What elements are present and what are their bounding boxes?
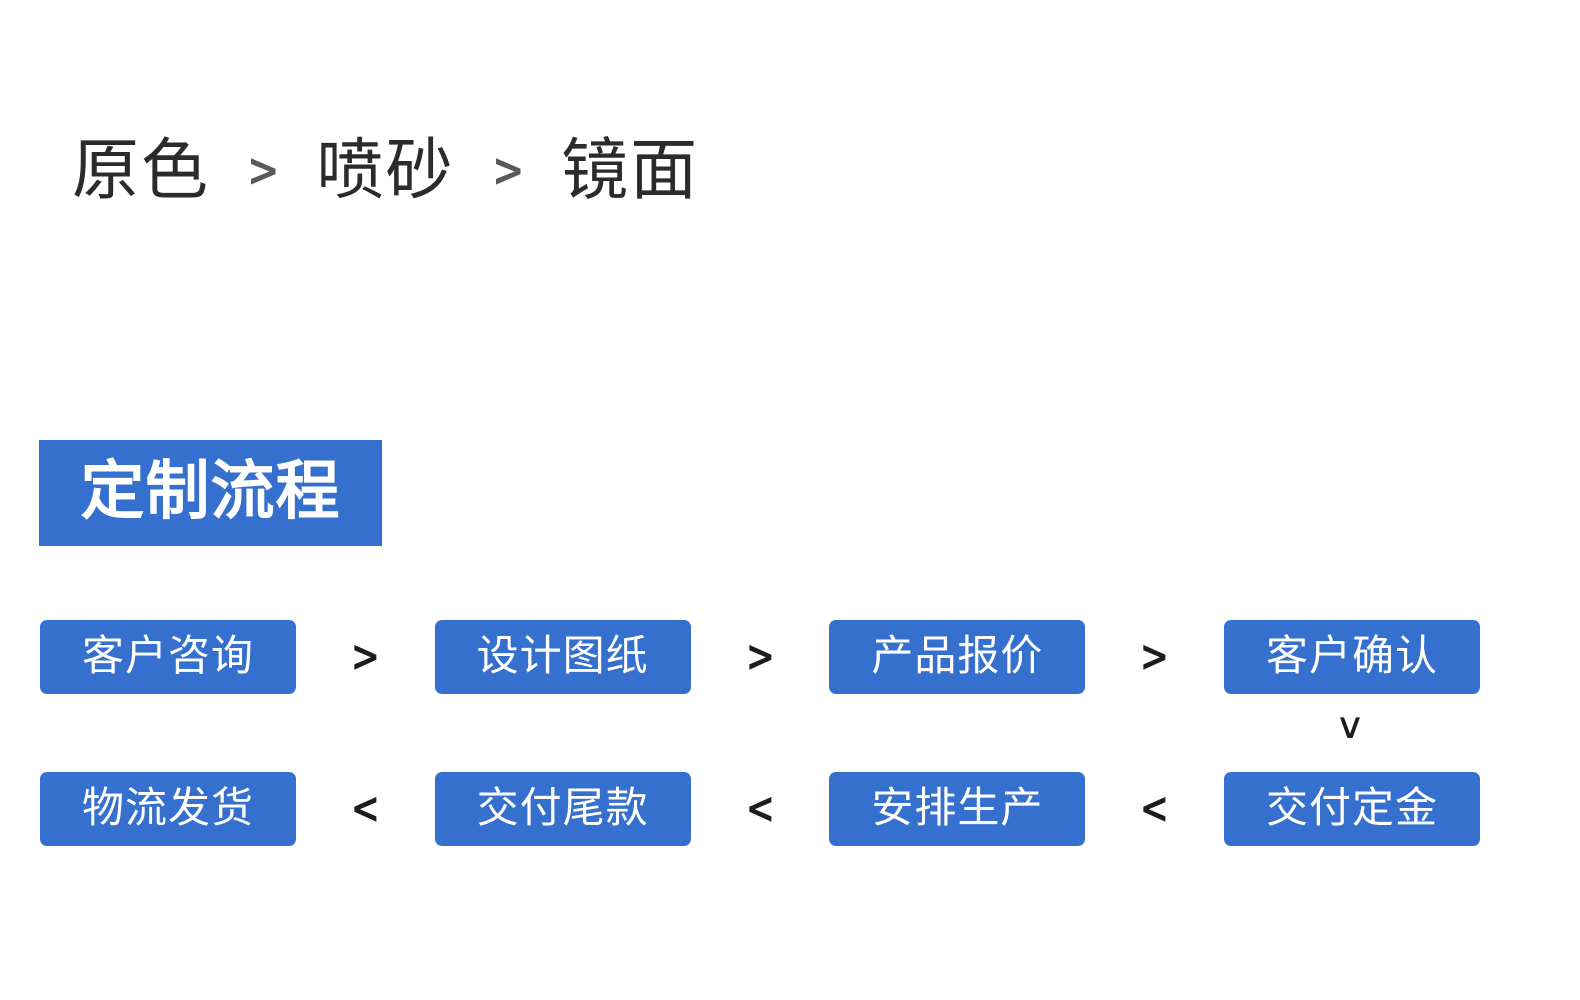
finish-option-raw[interactable]: 原色 xyxy=(72,132,210,208)
process-step-deposit[interactable]: 交付定金 xyxy=(1224,772,1481,846)
chevron-right-icon: > xyxy=(745,631,775,682)
process-step-design-drawing[interactable]: 设计图纸 xyxy=(434,620,691,694)
process-step-label: 交付定金 xyxy=(1266,784,1439,831)
process-step-customer-confirm[interactable]: 客户确认 xyxy=(1224,620,1481,694)
chevron-down-icon: ∨ xyxy=(1334,704,1366,747)
chevron-right-icon: > xyxy=(1139,631,1170,682)
process-step-label: 设计图纸 xyxy=(476,632,649,679)
section-header-badge: 定制流程 xyxy=(39,440,382,546)
chevron-left-icon: < xyxy=(745,783,775,834)
chevron-right-icon: > xyxy=(491,143,525,197)
process-flow-row-2: 物流发货 < 交付尾款 < 安排生产 < 交付定金 xyxy=(40,772,1481,846)
process-step-label: 客户确认 xyxy=(1266,632,1439,679)
chevron-right-icon: > xyxy=(350,631,381,682)
finish-option-mirror[interactable]: 镜面 xyxy=(561,132,700,208)
finish-option-sandblast[interactable]: 喷砂 xyxy=(316,132,455,208)
process-step-consultation[interactable]: 客户咨询 xyxy=(40,620,296,694)
chevron-left-icon: < xyxy=(1139,783,1170,834)
process-step-label: 客户咨询 xyxy=(81,632,254,679)
process-step-production[interactable]: 安排生产 xyxy=(829,772,1086,846)
process-step-final-payment[interactable]: 交付尾款 xyxy=(434,772,691,846)
process-step-label: 安排生产 xyxy=(871,784,1044,831)
finish-options-row: 原色 > 喷砂 > 镜面 xyxy=(72,122,699,218)
process-step-label: 产品报价 xyxy=(871,632,1044,679)
section-header-label: 定制流程 xyxy=(80,455,341,527)
chevron-left-icon: < xyxy=(350,783,381,834)
chevron-right-icon: > xyxy=(246,143,280,197)
process-step-logistics-shipping[interactable]: 物流发货 xyxy=(40,772,296,846)
process-flow-row-1: 客户咨询 > 设计图纸 > 产品报价 > 客户确认 xyxy=(40,620,1481,694)
process-step-label: 交付尾款 xyxy=(476,784,649,831)
process-step-quotation[interactable]: 产品报价 xyxy=(829,620,1086,694)
process-step-label: 物流发货 xyxy=(81,784,254,831)
